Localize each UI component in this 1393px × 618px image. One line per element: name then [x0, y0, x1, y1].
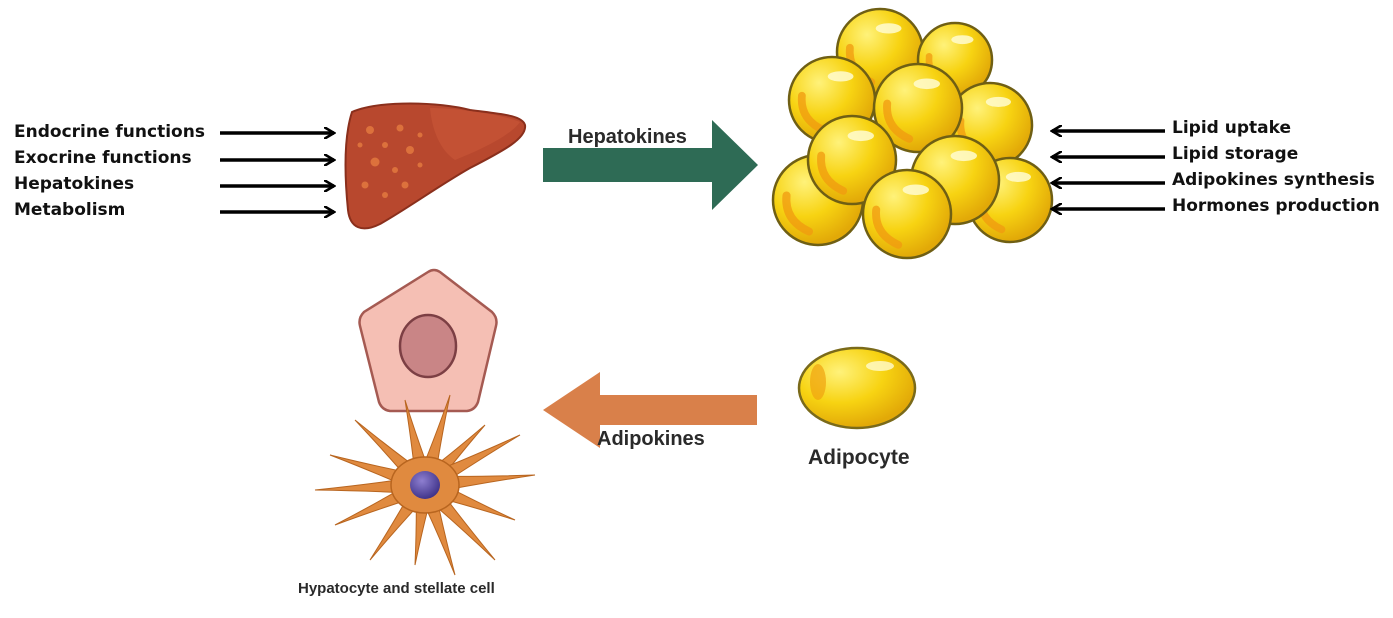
fat-droplet-shade	[817, 151, 848, 195]
fat-droplet-highlight	[985, 96, 1012, 107]
liver-icon	[344, 102, 527, 230]
liver-cells-label: Hypatocyte and stellate cell	[298, 580, 495, 597]
adipose-input-hormones-production: Hormones production	[1172, 196, 1380, 216]
adipose-input-arrows	[1052, 131, 1165, 209]
fat-droplet-highlight	[951, 35, 974, 45]
liver-input-exocrine: Exocrine functions	[14, 148, 192, 168]
adipose-input-lipid-uptake: Lipid uptake	[1172, 118, 1291, 138]
fat-droplet-shade	[883, 99, 914, 143]
fat-droplet-highlight	[950, 150, 977, 162]
liver-input-hepatokines: Hepatokines	[14, 174, 135, 194]
adipocyte-icon	[797, 346, 917, 430]
stellate-nucleus	[410, 471, 440, 499]
fat-droplet-highlight	[1005, 171, 1031, 182]
fat-droplet-shade	[782, 191, 814, 236]
fat-droplet-highlight	[875, 23, 902, 34]
fat-droplet-highlight	[913, 78, 940, 90]
fat-droplet-shade	[872, 205, 903, 249]
hepatokines-arrow-label: Hepatokines	[568, 126, 687, 148]
fat-droplet-highlight	[827, 71, 854, 82]
adipokines-arrow-label: Adipokines	[597, 428, 705, 450]
fat-droplet-highlight	[847, 130, 874, 142]
hepatokines-arrow	[543, 120, 758, 210]
adipocyte-label: Adipocyte	[808, 446, 910, 469]
liver-input-endocrine: Endocrine functions	[14, 122, 205, 142]
adipose-input-adipokines-synthesis: Adipokines synthesis	[1172, 170, 1375, 190]
adipokines-arrow	[543, 372, 757, 448]
adipose-input-lipid-storage: Lipid storage	[1172, 144, 1299, 164]
fat-droplet-shade	[797, 91, 828, 134]
liver-input-metabolism: Metabolism	[14, 200, 126, 220]
liver-input-arrows	[220, 133, 334, 212]
stellate-cell-icon	[314, 394, 536, 576]
hepatocyte-icon	[358, 268, 498, 413]
adipose-tissue-icon	[771, 7, 1054, 260]
fat-droplet-highlight	[902, 184, 929, 196]
